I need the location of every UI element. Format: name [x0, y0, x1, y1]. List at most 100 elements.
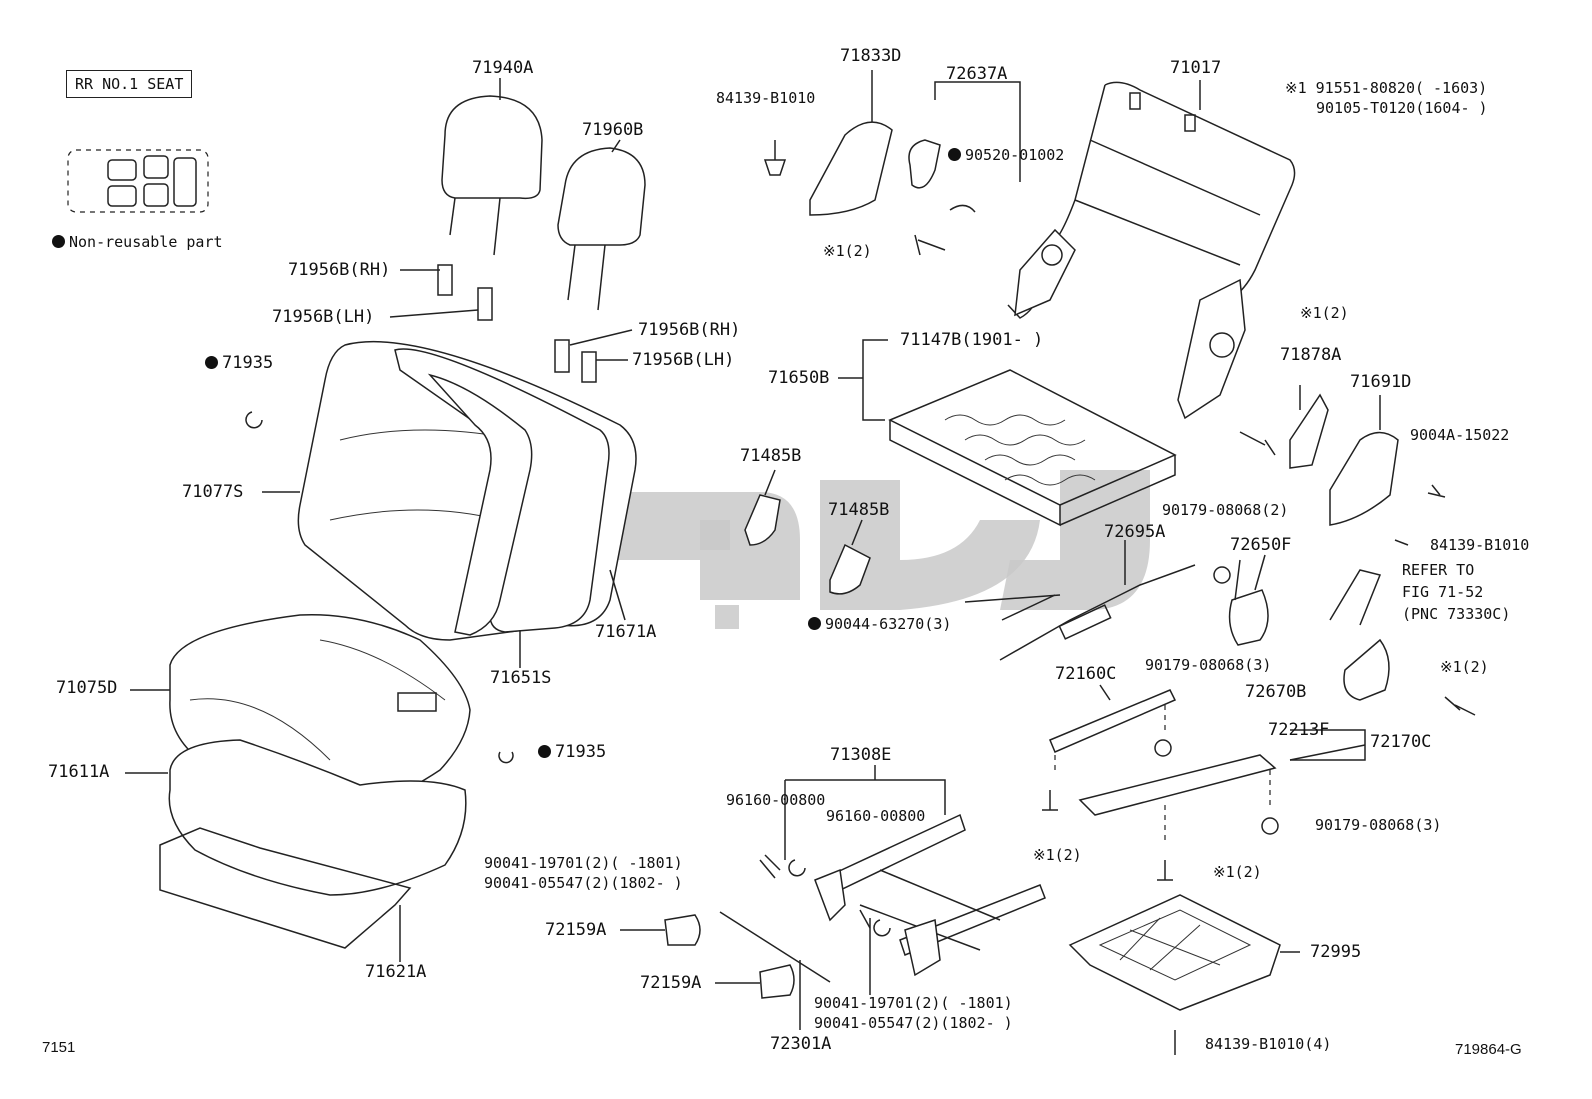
- label-84139-3: 84139-B1010(4): [1205, 1035, 1332, 1053]
- label-x1-3: ※1(2): [1440, 658, 1489, 676]
- label-96160-2: 96160-00800: [826, 807, 926, 825]
- seat-cushion-sheet: [159, 827, 412, 949]
- label-71075D: 71075D: [56, 678, 118, 698]
- footnote-line1: ※1 91551-80820( -1603): [1285, 79, 1488, 97]
- label-71621A: 71621A: [365, 962, 427, 982]
- label-71650B: 71650B: [768, 368, 830, 388]
- label-71147B: 71147B(1901- ): [900, 330, 1044, 350]
- footer-left-code: 7151: [42, 1039, 76, 1056]
- label-90179-2: 90179-08068(3): [1145, 656, 1272, 674]
- label-9004A: 9004A-15022: [1410, 426, 1510, 444]
- seat-cushion-pad: [168, 739, 467, 896]
- label-x1-4: ※1(2): [1033, 846, 1082, 864]
- headrest-71960B: [557, 147, 646, 311]
- non-reusable-dot-icon: [948, 148, 961, 161]
- seat-adjuster: [814, 813, 1046, 977]
- label-71935-2: 71935: [538, 742, 606, 762]
- label-72637A: 72637A: [946, 64, 1008, 84]
- wire-72301A: [719, 911, 831, 983]
- non-reusable-text: Non-reusable part: [69, 233, 223, 251]
- bolts: [759, 140, 1476, 1055]
- hook-72637A: [908, 139, 976, 213]
- label-90179-3: 90179-08068(3): [1315, 816, 1442, 834]
- label-72160C: 72160C: [1055, 664, 1117, 684]
- headrest-71940A: [441, 95, 543, 256]
- refer-line2: FIG 71-52: [1402, 583, 1484, 601]
- refer-line1: REFER TO: [1402, 561, 1475, 579]
- clip-71935: [245, 411, 514, 764]
- footer-right-code: 719864-G: [1455, 1041, 1522, 1058]
- label-71671A: 71671A: [595, 622, 657, 642]
- label-90041-b1: 90041-19701(2)( -1801): [814, 994, 1013, 1012]
- non-reusable-dot-icon: [538, 745, 551, 758]
- bracket-72650F: [1228, 589, 1269, 646]
- label-71956B-lh-1: 71956B(LH): [272, 307, 375, 327]
- label-71935-1-text: 71935: [222, 353, 274, 373]
- label-71956B-rh-2: 71956B(RH): [638, 320, 741, 340]
- bracket-72670B: [1329, 569, 1390, 701]
- non-reusable-dot-icon: [52, 235, 65, 248]
- headrest-guides: [437, 264, 597, 383]
- label-71691D: 71691D: [1350, 372, 1412, 392]
- label-72170C: 72170C: [1370, 732, 1432, 752]
- label-90041-a2: 90041-05547(2)(1802- ): [484, 874, 683, 892]
- under-tray: [1068, 894, 1281, 1011]
- label-72670B: 72670B: [1245, 682, 1307, 702]
- recliner-cover-71691D: [1329, 431, 1399, 526]
- label-71956B-lh-2: 71956B(LH): [632, 350, 735, 370]
- label-71017: 71017: [1170, 58, 1222, 78]
- label-90044: 90044-63270(3): [808, 614, 951, 634]
- label-72995: 72995: [1310, 942, 1362, 962]
- seat-rail-72160C: [1049, 689, 1177, 770]
- label-96160-1: 96160-00800: [726, 791, 826, 809]
- seat-rail-72213F: [1078, 754, 1277, 840]
- label-71878A: 71878A: [1280, 345, 1342, 365]
- leader-lines: [125, 70, 1381, 1030]
- handle-72159A: [664, 914, 795, 999]
- label-71956B-rh-1: 71956B(RH): [288, 260, 391, 280]
- label-71940A: 71940A: [472, 58, 534, 78]
- recliner-cover-71833D: [809, 121, 893, 216]
- label-72301A: 72301A: [770, 1034, 832, 1054]
- label-90044-text: 90044-63270(3): [825, 615, 952, 633]
- label-71960B: 71960B: [582, 120, 644, 140]
- label-90520: 90520-01002: [948, 145, 1064, 165]
- label-90179-1: 90179-08068(2): [1162, 501, 1289, 519]
- label-72695A: 72695A: [1104, 522, 1166, 542]
- label-71485B-1: 71485B: [740, 446, 802, 466]
- label-72650F: 72650F: [1230, 535, 1292, 555]
- label-84139-2: 84139-B1010: [1430, 536, 1530, 554]
- label-x1-2: ※1(2): [1300, 304, 1349, 322]
- label-71077S: 71077S: [182, 482, 244, 502]
- label-71485B-2: 71485B: [828, 500, 890, 520]
- seatback-frame: [1007, 81, 1296, 420]
- seat-title-box: RR NO.1 SEAT: [66, 70, 193, 98]
- seat-position-icon: [67, 149, 209, 213]
- label-84139-1: 84139-B1010: [716, 89, 816, 107]
- label-71935-1: 71935: [205, 353, 273, 373]
- label-x1-1: ※1(2): [823, 242, 872, 260]
- label-90520-text: 90520-01002: [965, 146, 1065, 164]
- non-reusable-legend: Non-reusable part: [52, 232, 223, 252]
- label-71833D: 71833D: [840, 46, 902, 66]
- label-72159A-1: 72159A: [545, 920, 607, 940]
- label-71651S: 71651S: [490, 668, 552, 688]
- label-71611A: 71611A: [48, 762, 110, 782]
- label-71935-2-text: 71935: [555, 742, 607, 762]
- cover-71878A: [1289, 393, 1329, 469]
- cushion-frame: [888, 369, 1177, 527]
- seatback-cover: [297, 340, 637, 641]
- non-reusable-dot-icon: [808, 617, 821, 630]
- label-x1-5: ※1(2): [1213, 863, 1262, 881]
- label-72159A-2: 72159A: [640, 973, 702, 993]
- label-72213F: 72213F: [1268, 720, 1330, 740]
- label-90041-b2: 90041-05547(2)(1802- ): [814, 1014, 1013, 1032]
- pad-71485B: [744, 494, 871, 595]
- label-90041-a1: 90041-19701(2)( -1801): [484, 854, 683, 872]
- footnote-line2: 90105-T0120(1604- ): [1316, 99, 1488, 117]
- non-reusable-dot-icon: [205, 356, 218, 369]
- refer-line3: (PNC 73330C): [1402, 605, 1511, 623]
- label-71308E: 71308E: [830, 745, 892, 765]
- cable-72695A: [999, 564, 1196, 661]
